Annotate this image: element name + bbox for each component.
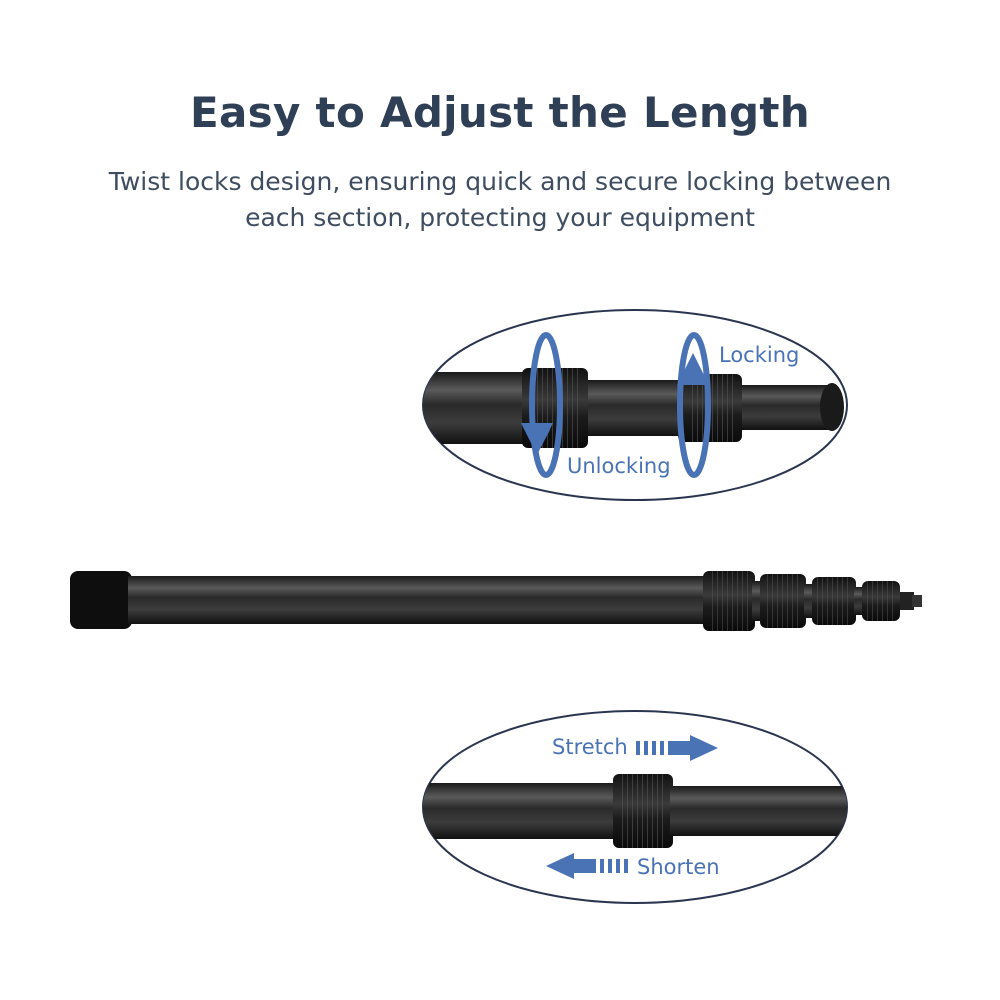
- locking-arrow-icon: [677, 332, 711, 478]
- subtitle-line-1: Twist locks design, ensuring quick and s…: [108, 167, 892, 196]
- locking-label: Locking: [719, 343, 800, 367]
- twist-lock-callout: [422, 309, 848, 501]
- subtitle-line-2: each section, protecting your equipment: [245, 203, 755, 232]
- shorten-label: Shorten: [637, 855, 720, 879]
- stretch-label: Stretch: [552, 735, 628, 759]
- stretch-arrow-icon: [636, 735, 718, 761]
- page-subtitle: Twist locks design, ensuring quick and s…: [90, 164, 910, 236]
- unlocking-arrow-icon: [521, 332, 563, 478]
- shorten-arrow-icon: [546, 853, 628, 879]
- telescopic-pole: [70, 571, 922, 631]
- unlocking-label: Unlocking: [567, 454, 671, 478]
- stretch-shorten-callout: [422, 710, 848, 904]
- page-title: Easy to Adjust the Length: [190, 88, 810, 137]
